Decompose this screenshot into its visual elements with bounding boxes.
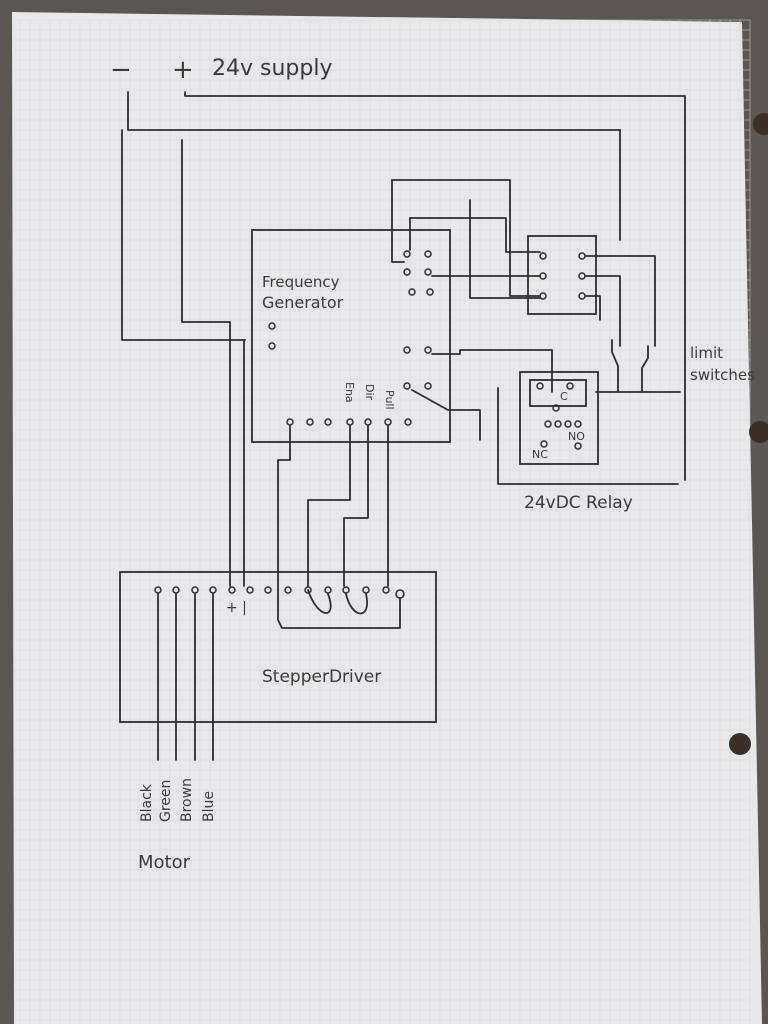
relay-label: 24vDC Relay (524, 493, 633, 513)
limit-switches-label-line1: limit (690, 344, 723, 362)
fg-pin-pull-label: Pull (383, 390, 396, 410)
paper-sheet (12, 12, 762, 1024)
fg-pin-dir-label: Dir (363, 384, 376, 401)
limit-switches-label-line2: switches (690, 366, 755, 384)
motor-wire-label-blue: Blue (201, 791, 217, 822)
switch-block (527, 235, 597, 315)
control-wires (391, 129, 679, 485)
stepper-driver-label: StepperDriver (262, 667, 381, 687)
relay-nc-label: NC (532, 448, 548, 461)
stepper-driver-terminals (154, 586, 405, 599)
supply-minus-label: − (110, 55, 132, 85)
relay-c-label: C (560, 390, 568, 403)
motor-label: Motor (138, 852, 191, 873)
frequency-generator-label-line1: Frequency (262, 273, 340, 291)
relay-terminals (536, 382, 582, 450)
frequency-generator-label-line2: Generator (262, 293, 344, 312)
motor-wires (157, 593, 214, 761)
binder-hole (753, 113, 768, 135)
supply-label: 24v supply (212, 56, 332, 81)
limit-switches (595, 339, 681, 393)
frequency-generator-box (251, 229, 451, 443)
supply-wires (121, 91, 686, 481)
frequency-generator-terminals (268, 250, 434, 426)
motor-wire-label-brown: Brown (179, 778, 195, 822)
supply-plus-label: + (172, 55, 194, 85)
binder-hole (729, 733, 751, 755)
signal-wires (229, 321, 401, 629)
relay-no-label: NO (568, 430, 585, 443)
fg-pin-ena-label: Ena (343, 382, 356, 403)
graph-grid (14, 19, 751, 1024)
switch-block-terminals (539, 252, 586, 300)
motor-wire-label-black: Black (139, 783, 155, 822)
binder-hole (749, 421, 768, 443)
relay-box-outer (519, 371, 599, 465)
stepper-plus-minus-label: + | (226, 600, 247, 616)
motor-wire-label-green: Green (158, 780, 174, 822)
